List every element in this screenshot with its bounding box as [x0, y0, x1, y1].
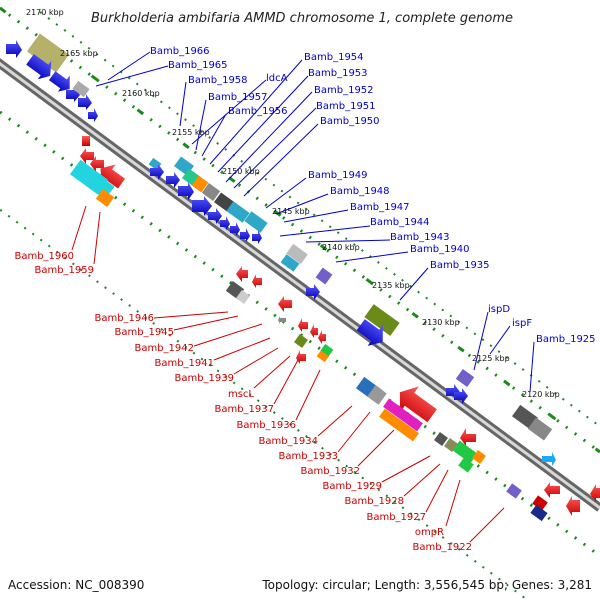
gene-label: Bamb_1957: [208, 92, 268, 103]
tick-label: 2120 kbp: [522, 390, 560, 399]
tick-label: 2150 kbp: [222, 167, 260, 176]
gene-label: Bamb_1959: [34, 265, 94, 276]
gene-label: Bamb_1937: [214, 404, 274, 415]
gene-label: Bamb_1935: [430, 260, 490, 271]
tick-label: 2135 kbp: [372, 281, 410, 290]
gene-label: ldcA: [266, 73, 288, 84]
gene-label: Bamb_1947: [350, 202, 410, 213]
tick-label: 2160 kbp: [122, 89, 160, 98]
tick-label: 2140 kbp: [322, 243, 360, 252]
gene-label: mscL: [228, 389, 254, 400]
gene-label: ispD: [488, 304, 510, 315]
gene-label: Bamb_1939: [174, 373, 234, 384]
tick-label: 2125 kbp: [472, 354, 510, 363]
gene-label: Bamb_1953: [308, 68, 368, 79]
gene-label: Bamb_1927: [366, 512, 426, 523]
gene-label: Bamb_1943: [390, 232, 450, 243]
gene-label: Bamb_1951: [316, 101, 376, 112]
gene-label: Bamb_1954: [304, 52, 364, 63]
tick-label: 2165 kbp: [60, 49, 98, 58]
tick-label: 2130 kbp: [422, 318, 460, 327]
tick-label: 2145 kbp: [272, 207, 310, 216]
gene-label: Bamb_1949: [308, 170, 368, 181]
gene-label: Bamb_1940: [410, 244, 470, 255]
gene-label: Bamb_1922: [412, 542, 472, 553]
gene-label: Bamb_1945: [114, 327, 174, 338]
plus-leader-lines: [95, 51, 535, 393]
tick-label: 2155 kbp: [172, 128, 210, 137]
scale-ticks: 2170 kbp 2165 kbp 2160 kbp 2155 kbp 2150…: [26, 8, 560, 399]
map-title: Burkholderia ambifaria AMMD chromosome 1…: [91, 11, 513, 26]
gene-label: Bamb_1928: [344, 496, 404, 507]
plus-strand-features: [6, 33, 556, 466]
gene-label: Bamb_1929: [322, 481, 382, 492]
gene-label: Bamb_1941: [154, 358, 214, 369]
gene-label: ispF: [512, 318, 532, 329]
plus-gene-labels: Bamb_1966 Bamb_1965 Bamb_1958 ldcA Bamb_…: [150, 46, 596, 345]
gene-label: Bamb_1932: [300, 466, 360, 477]
plus-feature-block: [26, 33, 70, 73]
gene-label: Bamb_1960: [14, 251, 74, 262]
minus-gene-labels: Bamb_1960 Bamb_1959 Bamb_1946 Bamb_1945 …: [14, 251, 472, 553]
tick-label: 2170 kbp: [26, 8, 64, 17]
gene-label: Bamb_1956: [228, 106, 288, 117]
plus-feature-arrow: [6, 40, 22, 58]
gene-label: Bamb_1958: [188, 75, 248, 86]
gene-label: Bamb_1948: [330, 186, 390, 197]
gene-label: Bamb_1925: [536, 334, 596, 345]
inner-dotted-track-2: [0, 208, 530, 600]
gene-label: Bamb_1946: [94, 313, 154, 324]
gene-label: Bamb_1950: [320, 116, 380, 127]
gene-label: Bamb_1934: [258, 436, 318, 447]
gene-label: Bamb_1944: [370, 217, 430, 228]
minus-leader-lines: [71, 205, 505, 543]
accession-label: Accession: NC_008390: [8, 578, 145, 592]
gene-label: Bamb_1952: [314, 85, 374, 96]
outer-dotted-track-1: [0, 6, 600, 454]
topology-label: Topology: circular; Length: 3,556,545 bp…: [262, 578, 592, 592]
gene-label: Bamb_1933: [278, 451, 338, 462]
gene-label: Bamb_1966: [150, 46, 210, 57]
minus-strand-features: [69, 136, 600, 522]
gene-label: Bamb_1936: [236, 420, 296, 431]
gene-label: ompR: [415, 527, 444, 538]
gene-label: Bamb_1965: [168, 60, 228, 71]
gene-label: Bamb_1942: [134, 343, 194, 354]
